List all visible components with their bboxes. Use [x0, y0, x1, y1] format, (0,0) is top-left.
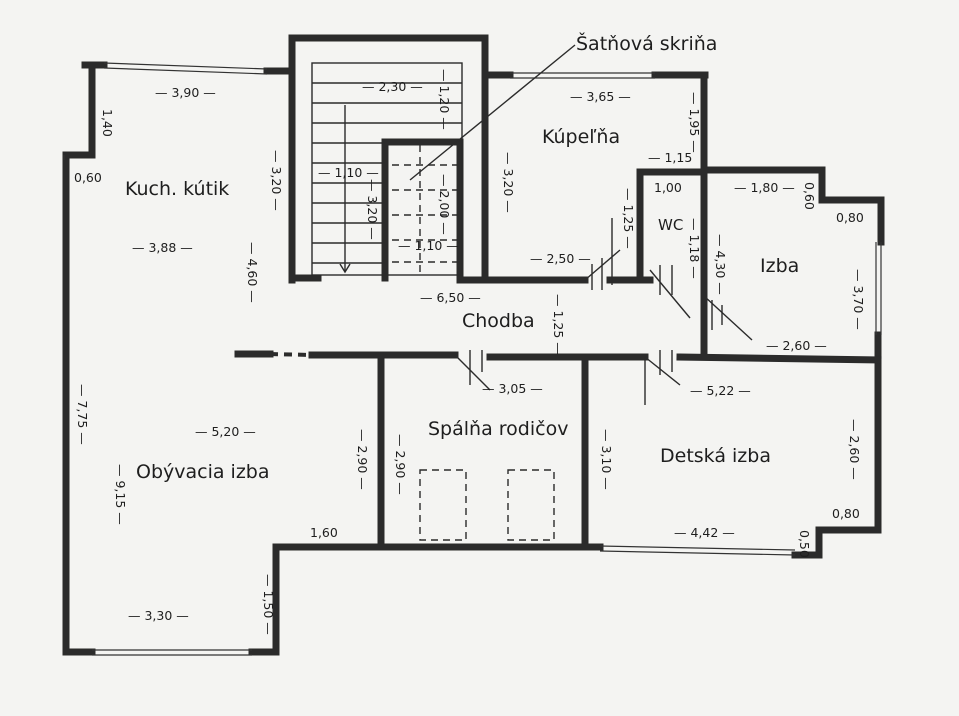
- dim-label: — 3,10 —: [599, 429, 614, 490]
- dim-label: — 2,90 —: [393, 434, 408, 495]
- dim-label: 1,00: [654, 180, 682, 195]
- label-detska-izba: Detská izba: [660, 445, 771, 467]
- label-obyvacia-izba: Obývacia izba: [136, 461, 270, 483]
- dim-label: — 6,50 —: [420, 290, 481, 305]
- label-kupelna: Kúpeľňa: [542, 126, 620, 148]
- stair-inner-wall: [381, 138, 464, 282]
- dim-label: — 2,50 —: [530, 251, 591, 266]
- door-swings: [454, 218, 753, 405]
- dim-label: 0,80: [832, 506, 860, 521]
- dim-label: — 1,80 —: [734, 180, 795, 195]
- interior-walls: [234, 138, 882, 551]
- dim-label: — 2,60 —: [766, 338, 827, 353]
- dim-label: — 3,20 —: [269, 150, 284, 211]
- izba-ne-corner: [818, 166, 885, 246]
- outer-wall-se-corner: [791, 526, 882, 559]
- label-spalna-rodicov: Spálňa rodičov: [428, 418, 568, 440]
- dim-label: — 2,00 —: [437, 174, 452, 235]
- dim-label: — 3,70 —: [851, 269, 866, 330]
- corridor-south-wall-c: [676, 353, 882, 364]
- windows: [63, 62, 882, 656]
- dim-label: 0,50: [797, 530, 812, 558]
- dim-label: — 5,20 —: [195, 424, 256, 439]
- dim-label: — 1,10 —: [318, 165, 379, 180]
- dim-label: 0,80: [836, 210, 864, 225]
- room-labels: Šatňová skriňa Kuch. kútik Kúpeľňa WC Iz…: [125, 31, 799, 483]
- dim-label: — 1,15: [648, 150, 692, 165]
- dim-label: — 2,90 —: [355, 429, 370, 490]
- bed-right: [507, 469, 555, 541]
- dim-label: — 9,15 —: [113, 464, 128, 525]
- dim-label: — 3,65 —: [570, 89, 631, 104]
- dim-label: — 3,20 —: [365, 179, 380, 240]
- label-izba: Izba: [760, 255, 799, 277]
- beds: [419, 469, 555, 541]
- dim-label: — 4,30 —: [713, 234, 728, 295]
- dim-label: — 2,30 —: [362, 79, 423, 94]
- dim-label: — 1,95 —: [687, 92, 702, 153]
- dim-label: — 1,25 —: [621, 188, 636, 249]
- label-satnova-skrina: Šatňová skriňa: [576, 31, 717, 55]
- label-wc: WC: [658, 216, 683, 234]
- bed-left: [419, 469, 467, 541]
- dim-label: — 5,22 —: [690, 383, 751, 398]
- dim-label: — 1,18 —: [687, 218, 702, 279]
- dim-label: — 3,20 —: [501, 152, 516, 213]
- label-chodba: Chodba: [462, 310, 535, 332]
- dim-label: — 3,05 —: [482, 381, 543, 396]
- dim-label: — 1,25 —: [551, 294, 566, 355]
- outer-wall-west: [62, 64, 96, 656]
- dim-label: — 3,30 —: [128, 608, 189, 623]
- dim-label: — 3,90 —: [155, 85, 216, 100]
- dim-label: 1,60: [310, 525, 338, 540]
- dim-label: — 2,60 —: [847, 419, 862, 480]
- outer-walls: [62, 34, 885, 656]
- outer-wall-south-living: [248, 543, 280, 656]
- kitchen-living-divider: [269, 352, 313, 357]
- dim-label: — 4,60 —: [245, 242, 260, 303]
- dim-label: — 7,75 —: [75, 384, 90, 445]
- dimension-labels: — 3,90 — 1,40 0,60 — 2,30 — — 1,20 — — 3…: [74, 69, 866, 635]
- dim-label: — 3,88 —: [132, 240, 193, 255]
- dim-label: 0,60: [802, 182, 817, 210]
- dim-label: — 1,20 —: [437, 69, 452, 130]
- wardrobe-leader-line: [409, 44, 576, 181]
- dim-label: — 1,10 —: [398, 238, 459, 253]
- dim-label: 0,60: [74, 170, 102, 185]
- dim-label: 1,40: [100, 109, 115, 137]
- label-kuch-kutik: Kuch. kútik: [125, 178, 229, 200]
- dim-label: — 1,50 —: [261, 574, 276, 635]
- staircase: [311, 62, 463, 276]
- dim-label: — 4,42 —: [674, 525, 735, 540]
